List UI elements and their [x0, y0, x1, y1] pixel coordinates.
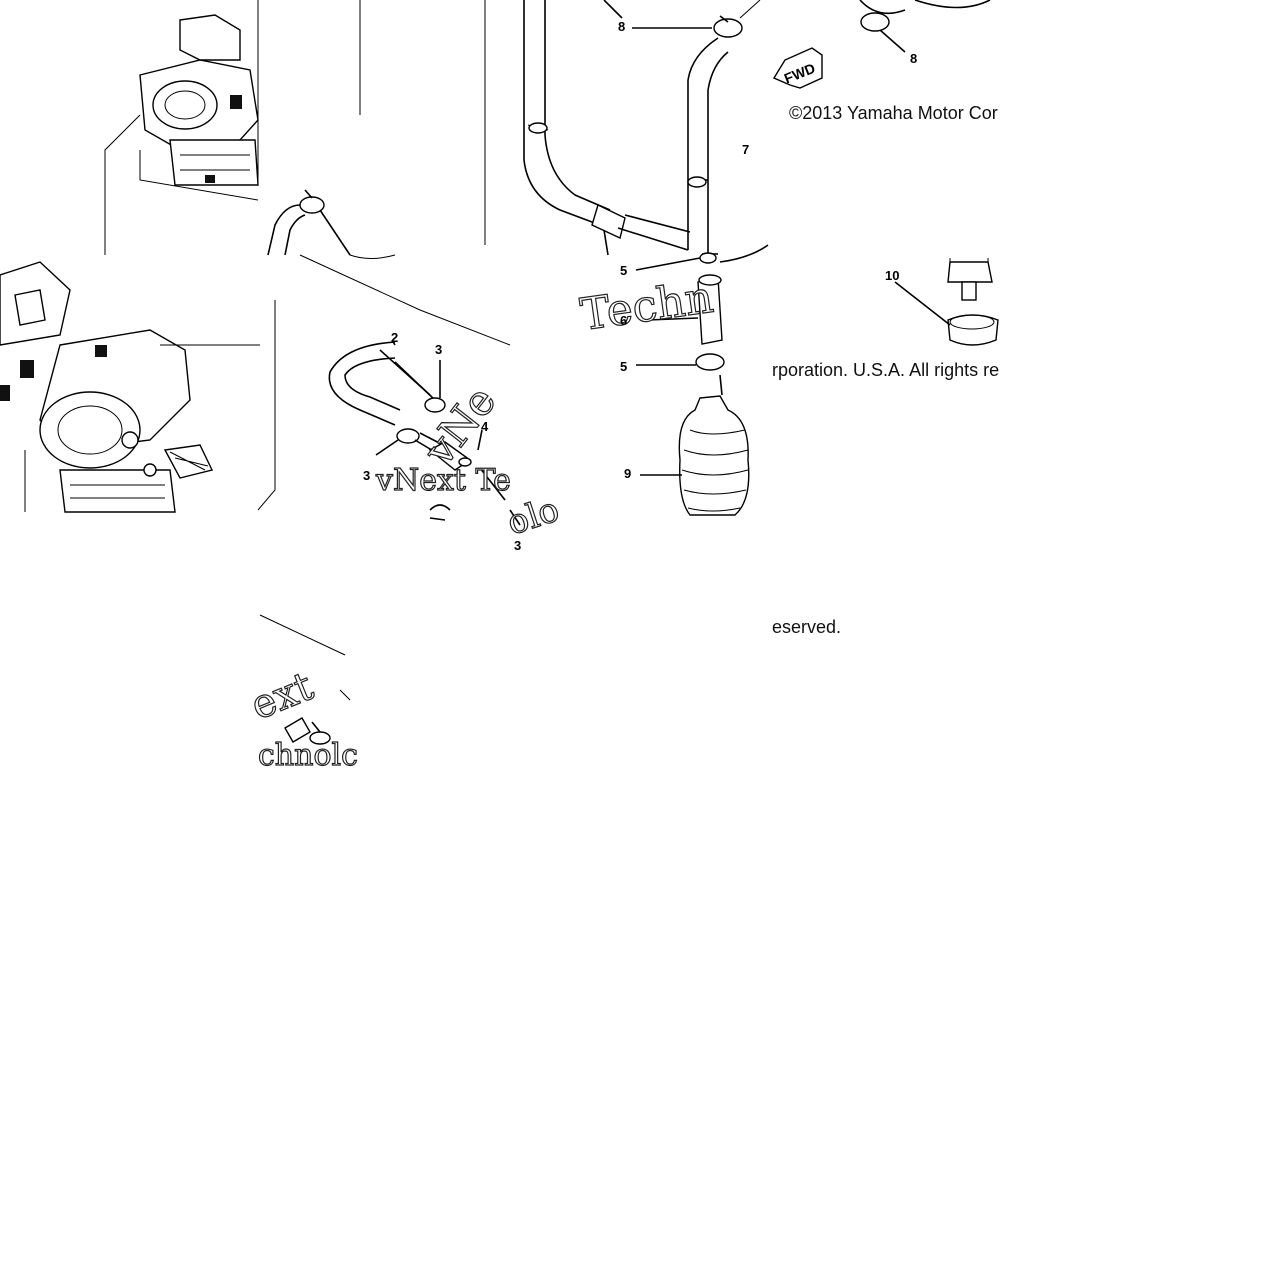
watermark-vne: vNe [414, 377, 506, 475]
callout-10: 10 [885, 268, 899, 283]
copyright-segment-2: rporation. U.S.A. All rights re [772, 360, 999, 380]
carburetor-lower [0, 261, 260, 513]
callout-3-b: 3 [363, 468, 370, 483]
primer-assembly [635, 244, 769, 516]
callout-8-b: 8 [910, 51, 917, 66]
copyright-segment-1: ©2013 Yamaha Motor Cor [789, 103, 998, 123]
hose-u-bend [328, 339, 521, 526]
fitting-lower [284, 717, 331, 745]
copyright-segment-3: eserved. [772, 617, 841, 637]
panel-outlines [257, 0, 511, 701]
watermark-olo: olo [502, 490, 564, 544]
hose-main [523, 0, 761, 256]
callout-labels: 2 3 3 3 4 5 5 6 7 8 8 9 10 [363, 19, 917, 553]
callout-7: 7 [742, 142, 749, 157]
callout-5-b: 5 [620, 359, 627, 374]
watermark-vnext-te: vNext Te [375, 463, 511, 498]
hose-upper-left [267, 189, 396, 259]
callout-8-a: 8 [618, 19, 625, 34]
fuel-connector [894, 258, 999, 346]
callout-9: 9 [624, 466, 631, 481]
right-parts: FWD [772, 0, 991, 89]
copyright-notice: ©2013 Yamaha Motor Cor rporation. U.S.A.… [772, 103, 999, 637]
callout-5-a: 5 [620, 263, 627, 278]
callout-6: 6 [620, 313, 627, 328]
watermark-ext: ext [245, 663, 320, 729]
watermark-chnolc: chnolc [258, 738, 358, 773]
callout-3-c: 3 [514, 538, 521, 553]
callout-4: 4 [481, 419, 489, 434]
watermarks: Techn vNext Te ext chnolc vNe olo [244, 271, 717, 773]
callout-2: 2 [391, 330, 398, 345]
watermark-techn: Techn [577, 272, 716, 341]
carburetor-upper [104, 14, 259, 255]
callout-3-a: 3 [435, 342, 442, 357]
